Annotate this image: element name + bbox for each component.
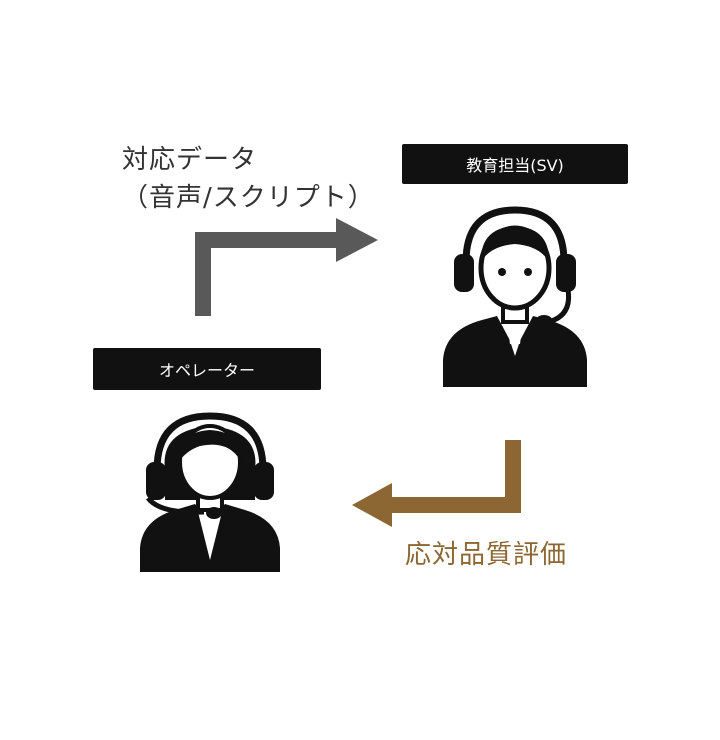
arrow-evaluation-to-operator xyxy=(352,440,521,527)
arrow-data-to-supervisor xyxy=(195,218,378,316)
supervisor-headset-person-icon xyxy=(443,206,587,387)
supervisor-label: 教育担当(SV) xyxy=(402,144,628,184)
flow-data-line2: （音声/スクリプト） xyxy=(122,183,375,213)
operator-headset-woman-icon xyxy=(140,412,280,572)
flow-data-line1: 対応データ xyxy=(122,145,258,175)
operator-label-text: オペレーター xyxy=(158,361,255,380)
flow-data-text: 対応データ （音声/スクリプト） xyxy=(122,141,375,217)
flow-evaluation-text: 応対品質評価 xyxy=(405,540,568,570)
supervisor-label-text: 教育担当(SV) xyxy=(466,156,564,175)
operator-label: オペレーター xyxy=(93,348,321,390)
